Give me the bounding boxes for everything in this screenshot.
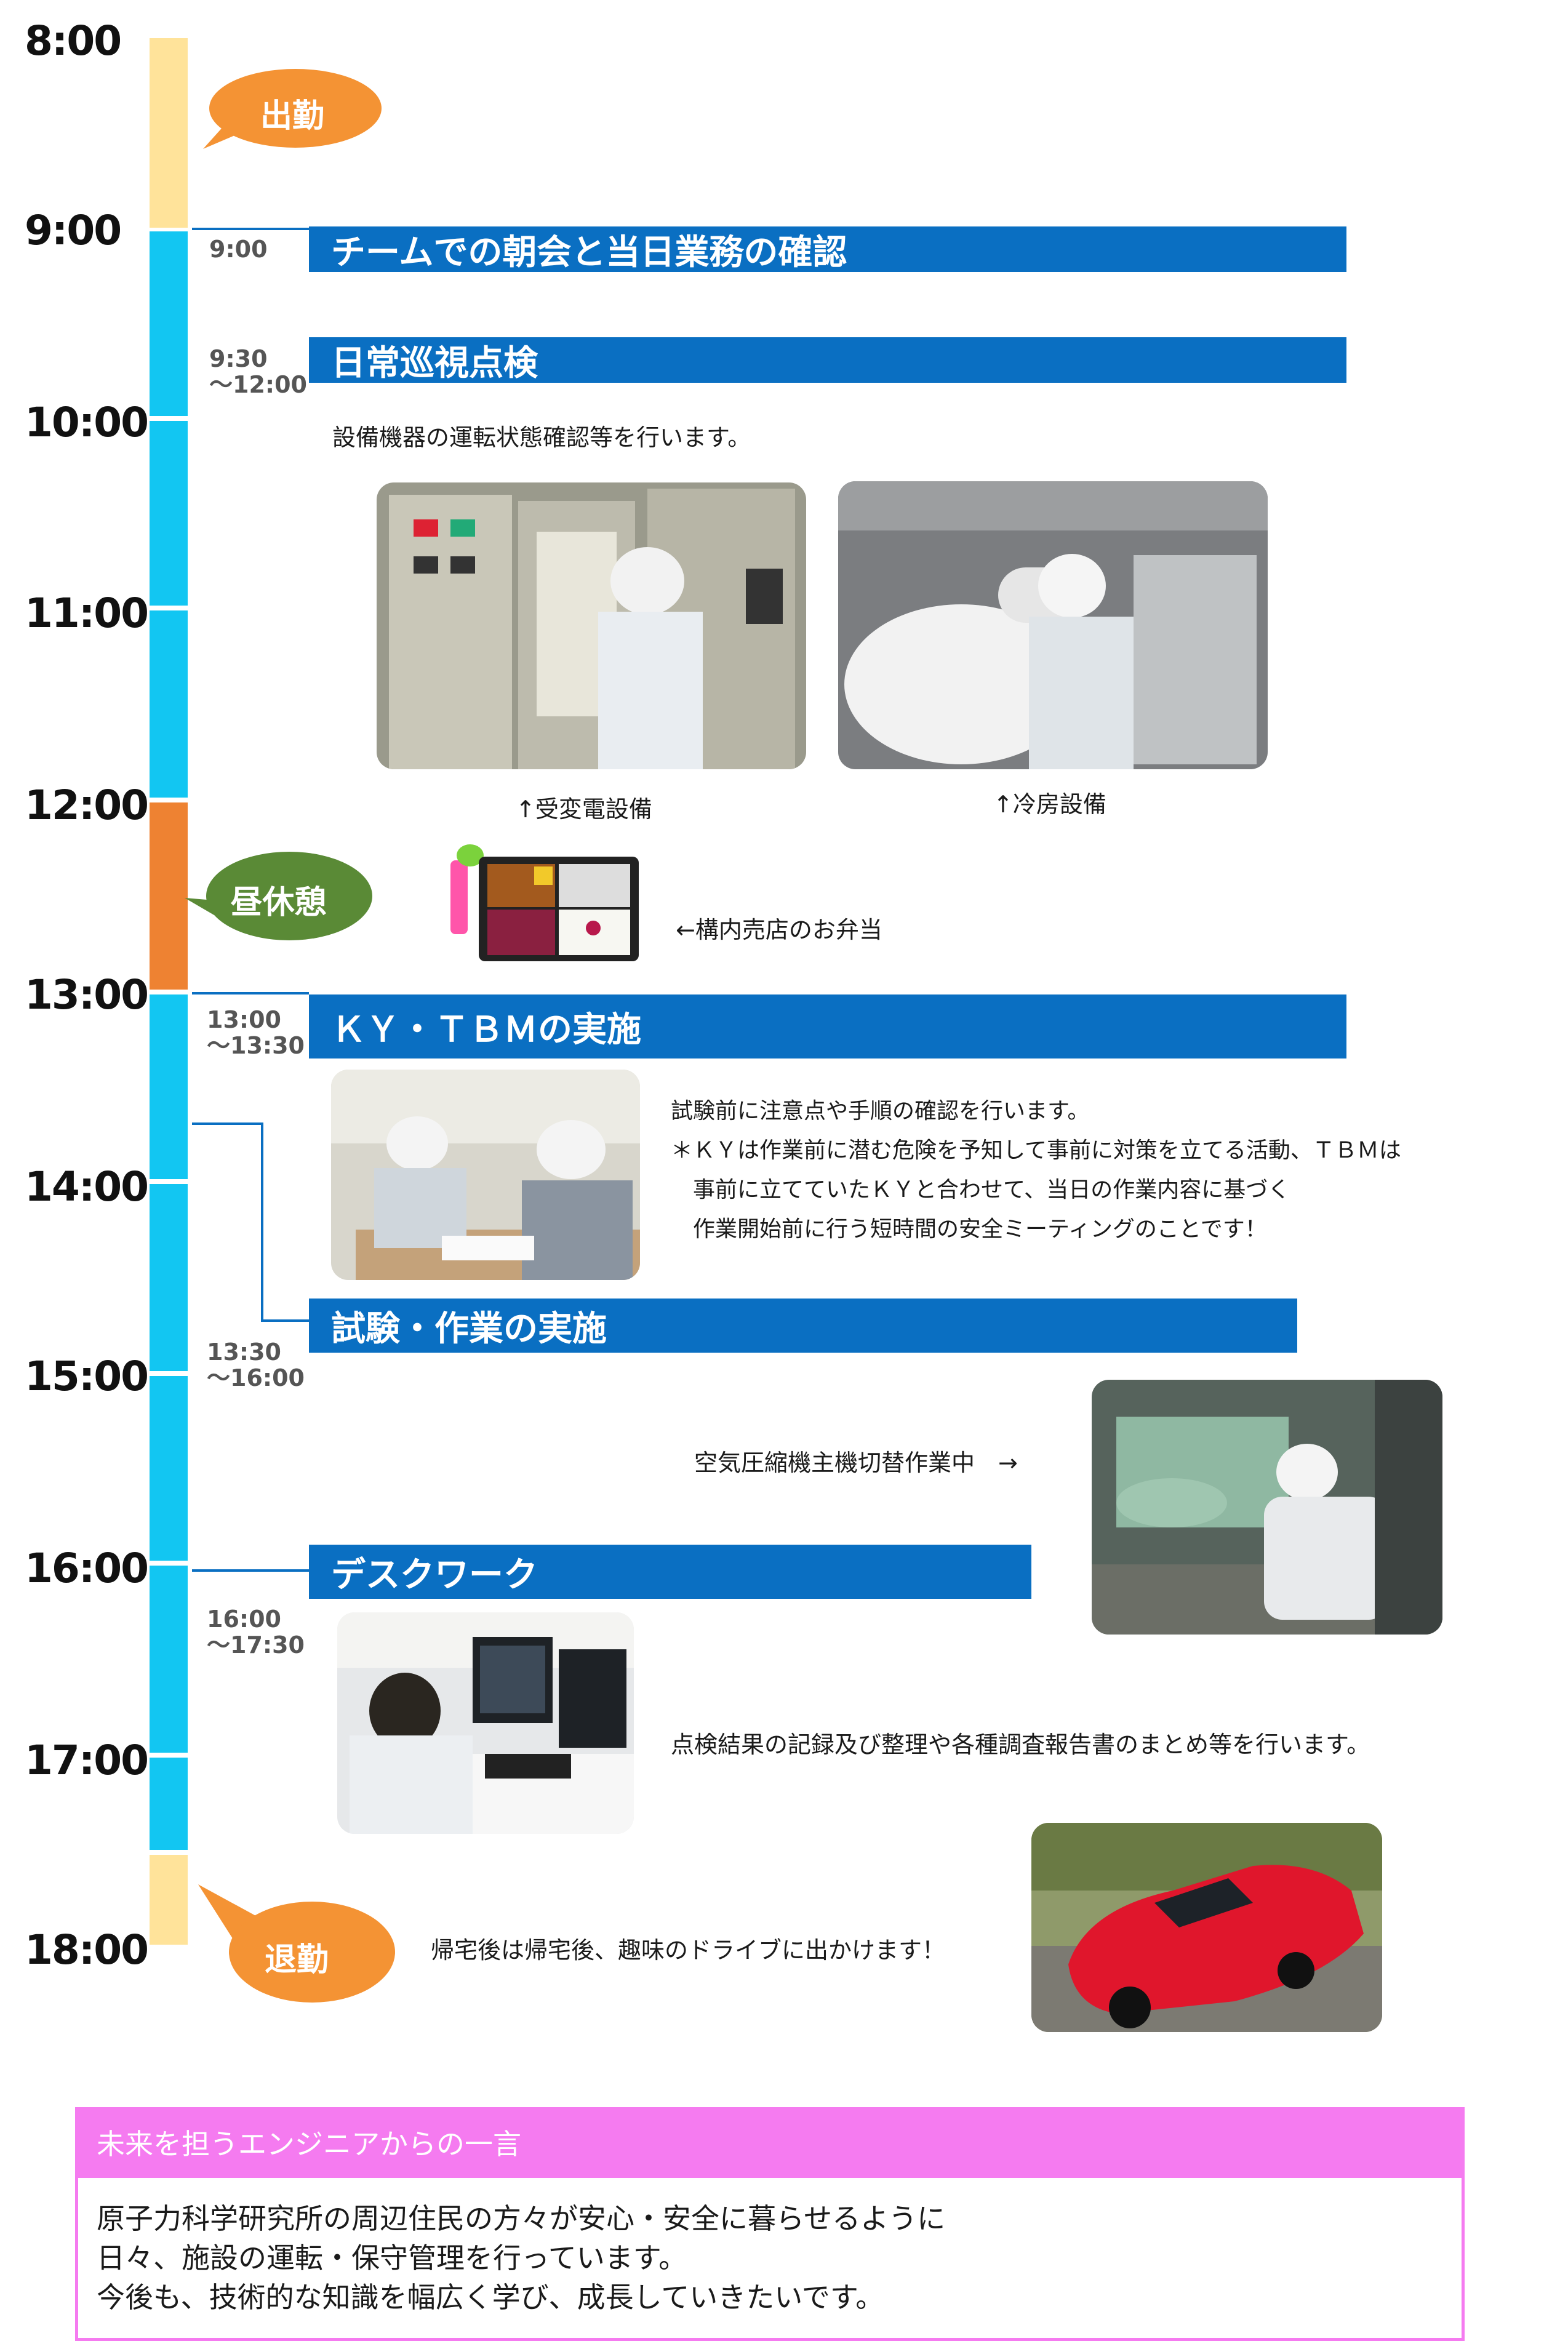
schedule-time-1600: 16:00 ～17:30	[207, 1606, 305, 1659]
message-line-1: 原子力科学研究所の周辺住民の方々が安心・安全に暮らせるように	[97, 2202, 946, 2235]
ky-line-1: 試験前に注意点や手順の確認を行います。	[671, 1098, 1090, 1124]
hour-label-12: 12:00	[25, 782, 149, 829]
leave-bubble-label: 退勤	[264, 1942, 329, 1979]
message-line-3: 今後も、技術的な知識を幅広く学び、成長していきたいです。	[97, 2281, 884, 2314]
timeline-segment-lunch	[150, 802, 188, 990]
timeline-segment-afternoon-4	[150, 1566, 188, 1753]
timeline-segment-afternoon-5	[150, 1758, 188, 1850]
timeline-segment-leave	[150, 1855, 188, 1945]
substation-photo	[377, 482, 806, 769]
timeline-segment-afternoon-2	[150, 1184, 188, 1371]
schedule-title-ky-tbm: ＫＹ・ＴＢＭの実施	[309, 994, 1346, 1058]
timeline-segment-afternoon-3	[150, 1376, 188, 1561]
message-title: 未来を担うエンジニアからの一言	[78, 2110, 1462, 2178]
hour-label-14: 14:00	[25, 1163, 149, 1211]
timeline-segment-morning-3	[150, 610, 188, 798]
ky-line-3: 事前に立てていたＫＹと合わせて、当日の作業内容に基づく	[693, 1177, 1290, 1203]
hour-label-8: 8:00	[25, 17, 122, 65]
desk-work-caption: 点検結果の記録及び整理や各種調査報告書のまとめ等を行います。	[671, 1731, 1370, 1758]
leave-bubble: 退勤	[198, 1884, 395, 2007]
cooling-caption: ↑冷房設備	[993, 791, 1106, 818]
ky-tbm-photo	[331, 1070, 640, 1280]
schedule-time-1330: 13:30 ～16:00	[207, 1339, 305, 1391]
connector-line-1330-c	[261, 1319, 309, 1322]
bento-caption: ←構内売店のお弁当	[676, 916, 882, 943]
hour-label-10: 10:00	[25, 399, 149, 446]
connector-line-9	[192, 228, 309, 230]
schedule-time-0930: 9:30 ～12:00	[209, 345, 307, 398]
schedule-title-test-work: 試験・作業の実施	[309, 1299, 1297, 1353]
hour-label-13: 13:00	[25, 971, 149, 1018]
schedule-title-morning-meeting: チームでの朝会と当日業務の確認	[309, 226, 1346, 273]
substation-caption: ↑受変電設備	[516, 796, 652, 823]
arrive-bubble-label: 出勤	[260, 98, 324, 135]
timeline-segment-morning-1	[150, 231, 188, 416]
compressor-caption: 空気圧縮機主機切替作業中 →	[694, 1449, 1018, 1476]
schedule-title-desk-work: デスクワーク	[309, 1545, 1031, 1599]
drive-car-photo	[1031, 1823, 1382, 2032]
timeline-segment-morning-2	[150, 421, 188, 606]
connector-line-13	[192, 992, 309, 994]
message-box: 未来を担うエンジニアからの一言 原子力科学研究所の周辺住民の方々が安心・安全に暮…	[75, 2107, 1465, 2341]
hour-label-11: 11:00	[25, 590, 149, 637]
timeline-segment-arrival	[150, 38, 188, 228]
message-line-2: 日々、施設の運転・保守管理を行っています。	[97, 2241, 687, 2275]
hour-label-16: 16:00	[25, 1545, 149, 1592]
connector-line-1330-a	[192, 1122, 262, 1125]
ky-line-4: 作業開始前に行う短時間の安全ミーティングのことです！	[693, 1217, 1267, 1242]
timeline-segment-afternoon-1	[150, 994, 188, 1179]
schedule-title-daily-inspection: 日常巡視点検	[309, 337, 1346, 383]
hour-label-15: 15:00	[25, 1353, 149, 1400]
compressor-photo	[1092, 1380, 1442, 1635]
bento-photo	[442, 842, 650, 975]
hour-label-9: 9:00	[25, 207, 122, 254]
inspection-description: 設備機器の運転状態確認等を行います。	[332, 424, 751, 451]
cooling-photo	[838, 481, 1268, 769]
lunch-bubble: 昼休憩	[185, 852, 372, 943]
schedule-time-0900: 9:00	[209, 236, 268, 263]
connector-line-1330-b	[261, 1122, 263, 1322]
drive-caption: 帰宅後は帰宅後、趣味のドライブに出かけます！	[431, 1937, 946, 1964]
lunch-bubble-label: 昼休憩	[230, 884, 327, 921]
ky-line-2: ＊ＫＹは作業前に潜む危険を予知して事前に対策を立てる活動、ＴＢＭは	[671, 1138, 1401, 1163]
arrive-bubble: 出勤	[203, 69, 382, 154]
hour-label-18: 18:00	[25, 1926, 149, 1974]
connector-line-16	[192, 1569, 309, 1572]
desk-work-photo	[337, 1612, 634, 1834]
hour-label-17: 17:00	[25, 1737, 149, 1784]
schedule-time-1300: 13:00 ～13:30	[207, 1006, 305, 1059]
